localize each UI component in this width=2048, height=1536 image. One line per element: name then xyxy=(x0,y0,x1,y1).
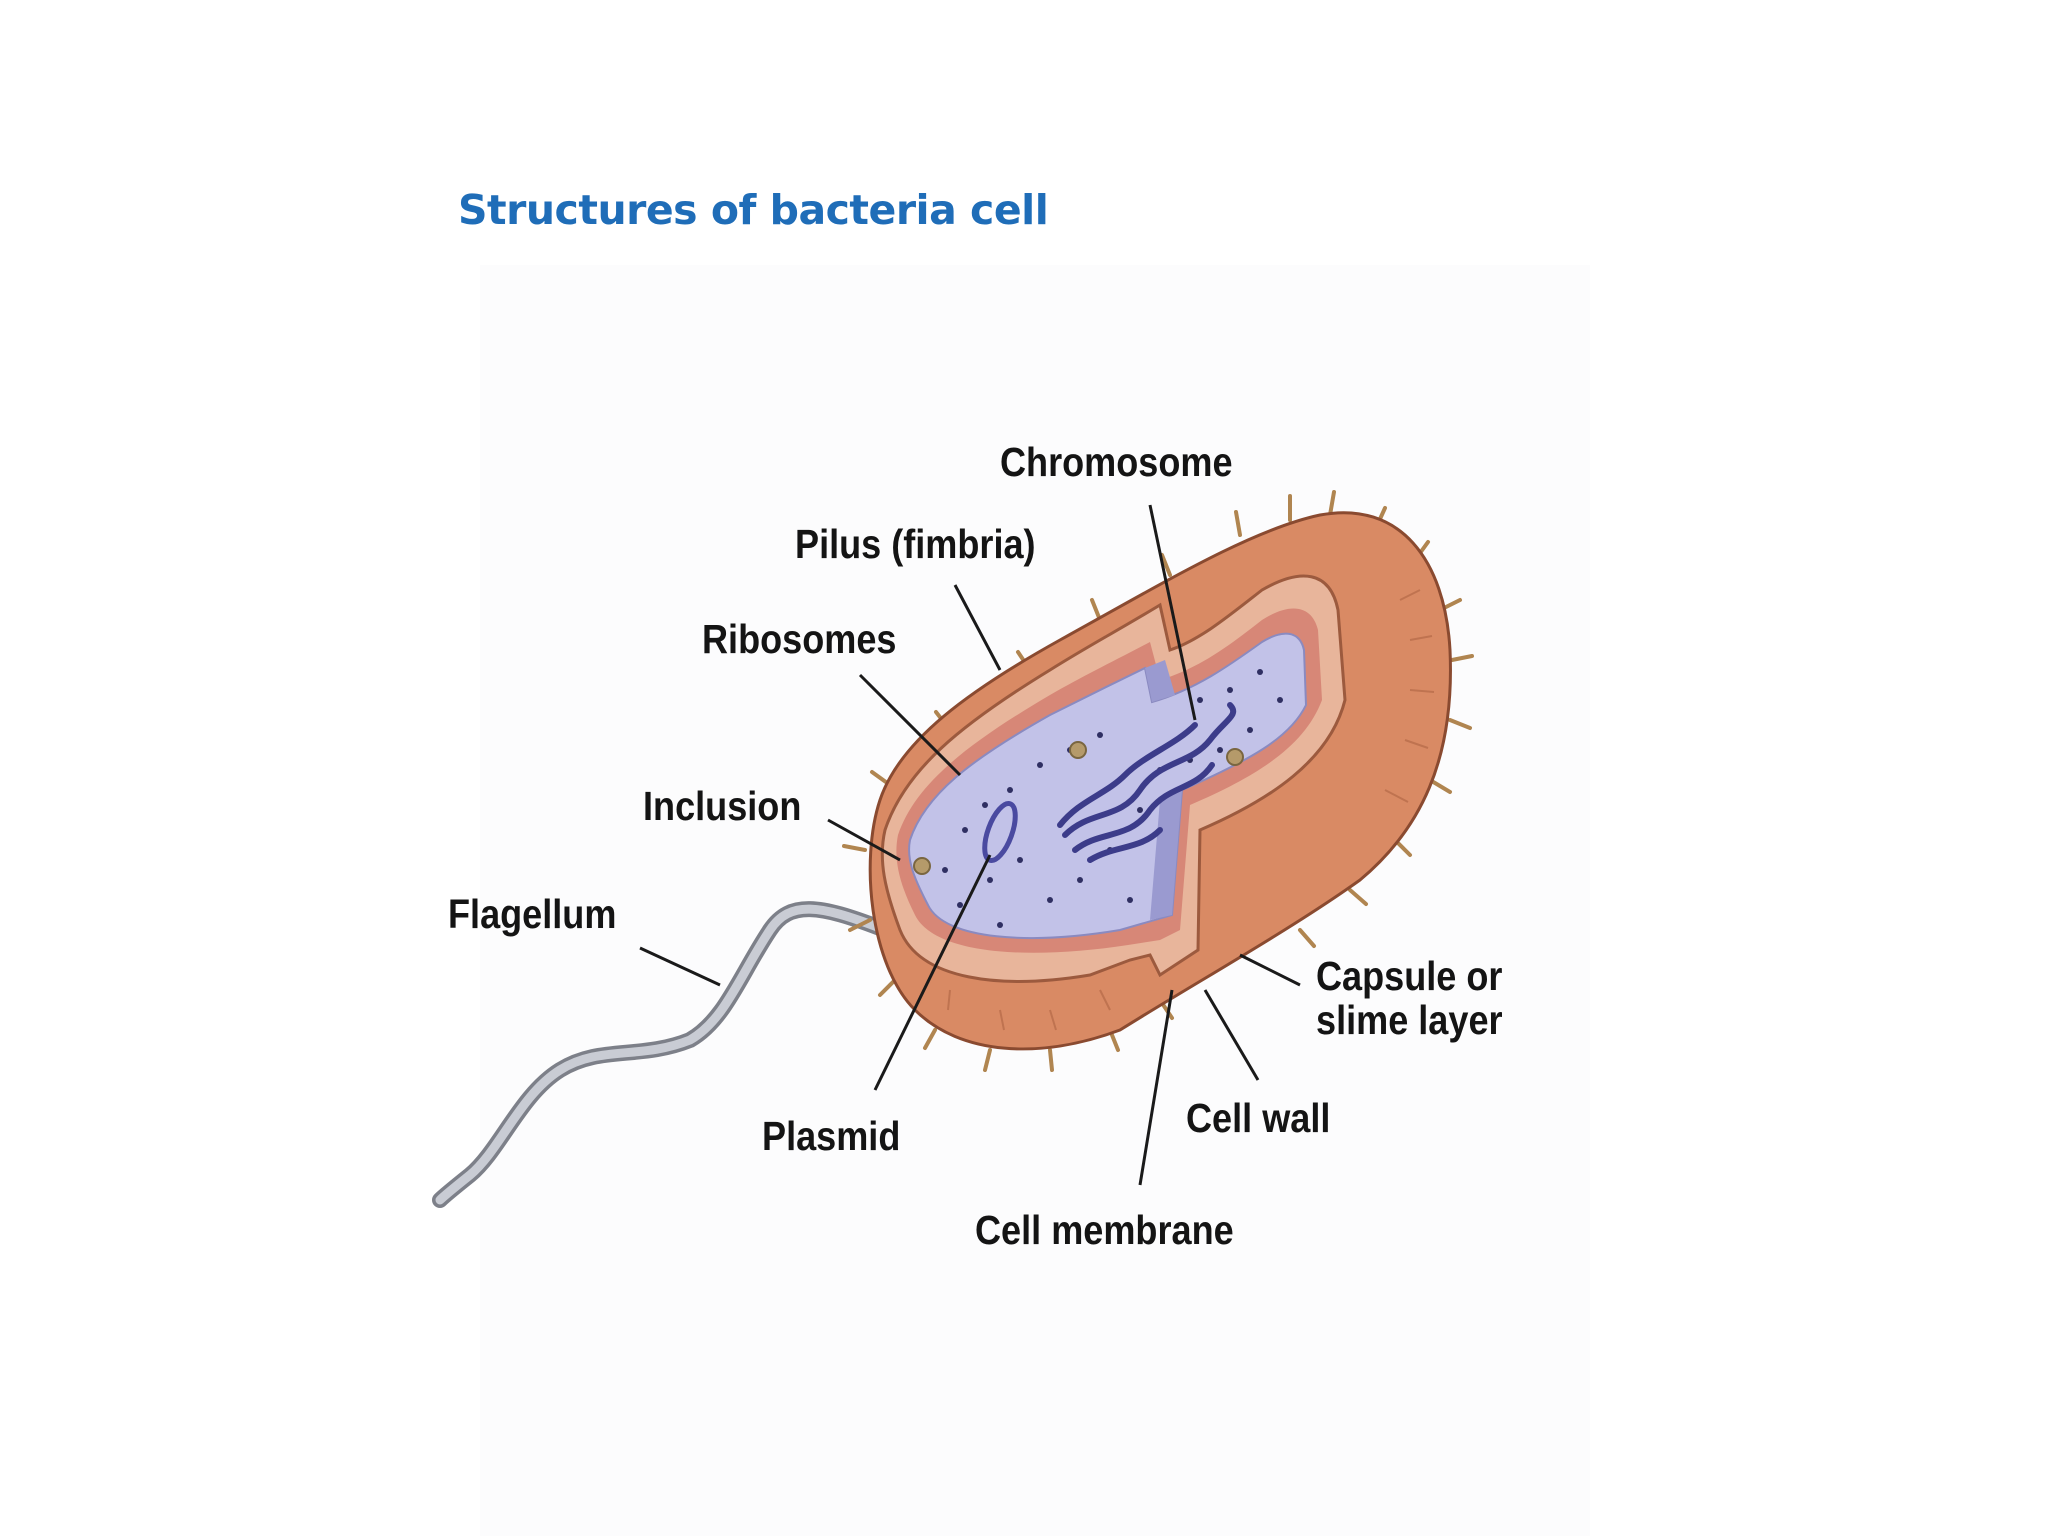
label-pilus: Pilus (fimbria) xyxy=(795,521,1036,567)
cutaway-inner-top xyxy=(1145,660,1175,702)
label-inclusion: Inclusion xyxy=(643,783,802,829)
slide-title: Structures of bacteria cell xyxy=(458,186,1049,234)
cutaway-inner-wall xyxy=(1150,790,1182,920)
label-chromosome: Chromosome xyxy=(1000,439,1233,485)
label-capsule-line2: slime layer xyxy=(1316,997,1503,1043)
leader-lines xyxy=(639,504,1301,1186)
capsule-texture xyxy=(947,589,1435,1031)
label-cell-wall: Cell wall xyxy=(1186,1095,1331,1141)
plasmid-shape xyxy=(982,801,1018,863)
label-capsule: Capsule or slime layer xyxy=(1316,954,1503,1042)
label-plasmid: Plasmid xyxy=(762,1113,901,1159)
label-ribosomes: Ribosomes xyxy=(702,616,897,662)
label-cell-membrane: Cell membrane xyxy=(975,1207,1234,1253)
ribosomes xyxy=(942,669,1283,928)
chromosome-shape xyxy=(1057,702,1237,863)
label-capsule-line1: Capsule or xyxy=(1316,953,1503,999)
label-flagellum: Flagellum xyxy=(448,891,617,937)
inclusions xyxy=(913,741,1244,875)
